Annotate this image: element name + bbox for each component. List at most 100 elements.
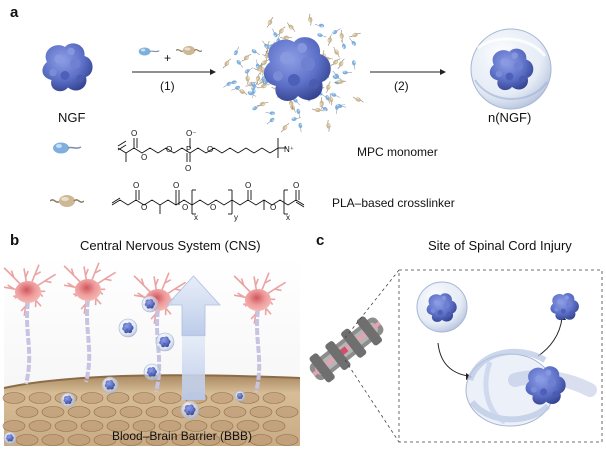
bbb-cell (119, 434, 143, 446)
axon (154, 309, 162, 393)
spinal-cord-illustration (309, 269, 603, 443)
bbb-cell (119, 406, 143, 418)
bbb-cell (262, 392, 286, 404)
neuron (63, 262, 117, 383)
xl-atom-o-1: O (133, 181, 139, 190)
bbb-cell (184, 420, 208, 432)
bbb-cell (67, 434, 91, 446)
mpc-monomer-particle (342, 70, 353, 75)
crosslinker-icon-small (176, 45, 202, 56)
axon (254, 309, 262, 393)
bbb-cell (93, 434, 117, 446)
bbb-cell (145, 406, 169, 418)
ngf-protein (42, 43, 93, 92)
mpc-monomer-row: O O O O⁻ P O O N⁺ (52, 129, 294, 173)
mpc-monomer-label: MPC monomer (357, 145, 438, 159)
neuron (233, 272, 287, 393)
crosslinker-particle (335, 57, 347, 71)
bbb-cell (210, 420, 234, 432)
bbb-cell (41, 434, 65, 446)
bbb-cell (15, 434, 39, 446)
reaction-arrow-1 (132, 45, 216, 75)
bbb-label: Blood–Brain Barrier (BBB) (112, 429, 252, 443)
transport-arrow (166, 275, 221, 400)
bbb-cell (54, 420, 78, 432)
mpc-monomer-particle (265, 116, 276, 126)
crosslinker-particle (265, 15, 275, 29)
crosslinker-particle (331, 45, 342, 59)
mpc-monomer-particle (351, 59, 357, 71)
crosslinker-particle (324, 80, 333, 94)
nanocapsule-ngf (470, 28, 552, 110)
mpc-monomer-particle (297, 122, 304, 133)
bbb-cell (223, 434, 247, 446)
neurons (3, 262, 287, 393)
panel-letter-a: a (10, 4, 19, 21)
bbb-cell (15, 406, 39, 418)
mpc-monomer-particle (340, 39, 347, 50)
crosslinker-row: O O O O x O y O O x O (50, 181, 305, 222)
bbb-cell (106, 420, 130, 432)
mpc-monomer-particle (295, 108, 302, 119)
mpc-monomer-particle (316, 32, 328, 40)
bbb-cell (67, 406, 91, 418)
crosslinker-particle (351, 94, 365, 105)
crosslinker-particle (348, 30, 362, 40)
step-1-label: (1) (160, 79, 175, 93)
crosslinker-particle (311, 106, 325, 114)
mpc-monomer-particle (230, 84, 241, 93)
crosslinker-particle (240, 52, 253, 64)
bbb-cell (93, 406, 117, 418)
atom-o-double: O (185, 164, 191, 173)
mpc-monomer-particle (250, 48, 261, 57)
atom-o-1: O (166, 145, 172, 154)
xl-atom-o-4: O (182, 203, 188, 212)
crosslinker-particle (325, 119, 332, 133)
panel-letter-c: c (316, 232, 325, 249)
bbb-cell (197, 406, 221, 418)
bbb-cell (2, 420, 26, 432)
bbb-cell (262, 420, 286, 432)
nanocapsules-crossing (3, 295, 246, 445)
bbb-cell (158, 392, 182, 404)
bbb-cell (41, 406, 65, 418)
xl-atom-o-8: O (293, 181, 299, 190)
bbb-cell (80, 420, 104, 432)
cns-illustration (2, 256, 301, 446)
crosslinker-particle (275, 24, 287, 38)
xl-atom-o-5: O (210, 203, 216, 212)
crosslinker-particle (255, 99, 270, 109)
bbb-cell (275, 434, 299, 446)
mpc-monomer-icon-small (138, 46, 160, 57)
bbb-cell (106, 392, 130, 404)
atom-p: P (186, 145, 191, 154)
reaction-arrow-2 (370, 69, 446, 75)
ngf-label: NGF (58, 110, 86, 125)
xl-subscript-y: y (234, 213, 238, 222)
degrading-nanocapsule (465, 348, 597, 427)
xl-atom-o-3: O (173, 181, 179, 190)
plus-sign: + (164, 51, 172, 65)
cns-title: Central Nervous System (CNS) (80, 238, 261, 253)
crosslinker-label: PLA–based crosslinker (332, 196, 455, 210)
mpc-monomer-particle (265, 110, 276, 116)
atom-o-carbonyl: O (131, 129, 137, 138)
bbb-cell (223, 406, 247, 418)
axon (84, 299, 92, 383)
mpc-chemical-structure (117, 138, 286, 162)
product-label: n(NGF) (488, 110, 532, 125)
axon (24, 301, 32, 385)
zoom-box (398, 269, 603, 443)
xl-atom-o-6: O (245, 181, 251, 190)
step-2-label: (2) (394, 79, 409, 93)
xl-atom-o-2: O (141, 203, 147, 212)
crosslinker-chemical-structure (111, 189, 305, 215)
bbb-cell (28, 420, 52, 432)
crosslinker-particle (285, 21, 298, 34)
panel-letter-b: b (10, 232, 20, 249)
bbb-cell (145, 434, 169, 446)
mpc-monomer-icon (52, 141, 82, 155)
xl-atom-o-7: O (270, 203, 276, 212)
bbb-cell (132, 392, 156, 404)
